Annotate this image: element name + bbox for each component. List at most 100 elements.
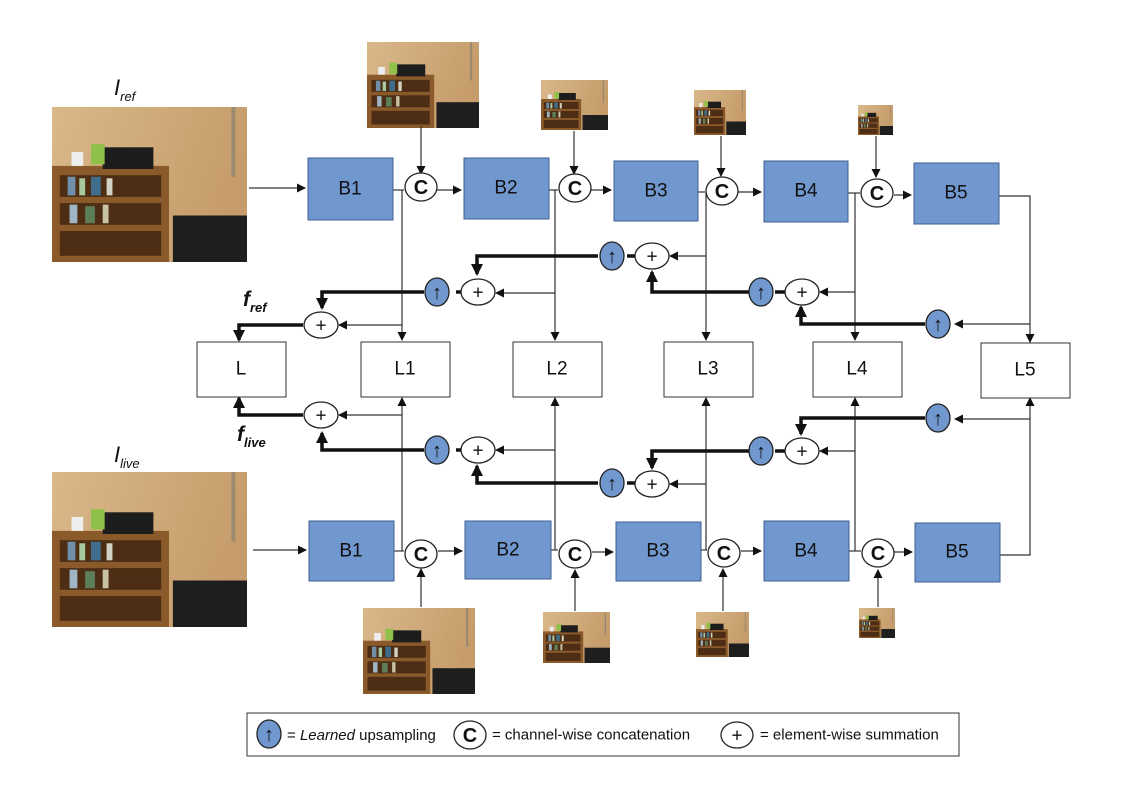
live-image: [52, 472, 247, 627]
loss-L2: L2: [512, 341, 603, 398]
svg-text:C: C: [871, 543, 885, 565]
ref-pyramid-image-2: [541, 80, 608, 130]
svg-text:L2: L2: [546, 359, 567, 380]
concat-node: C: [404, 172, 438, 202]
legend-sum-icon: +: [720, 721, 754, 749]
ref-block-3: B3: [613, 160, 699, 222]
svg-text:B4: B4: [794, 181, 818, 202]
concat-node: C: [860, 178, 894, 208]
live-block-2: B2: [464, 520, 552, 580]
loss-L3: L3: [663, 341, 754, 398]
live-pyramid-image-1: [363, 608, 475, 694]
svg-text:↑: ↑: [933, 314, 943, 336]
ref-block-5: B5: [913, 162, 1000, 225]
svg-text:↑: ↑: [264, 724, 274, 746]
svg-text:C: C: [717, 543, 731, 565]
svg-text:+: +: [646, 247, 657, 268]
ref-pyramid-image-3: [694, 90, 746, 135]
ref-pyramid-image-4: [858, 105, 893, 135]
live-block-3: B3: [615, 521, 702, 582]
legend-sum-text: = element-wise summation: [760, 727, 939, 744]
svg-text:↑: ↑: [756, 441, 766, 463]
svg-text:C: C: [463, 725, 477, 747]
upsample-node: ↑: [925, 403, 951, 433]
svg-text:B1: B1: [339, 541, 362, 562]
ref-image-label: Iref: [114, 75, 137, 104]
concat-node: C: [861, 538, 895, 568]
concat-node: C: [707, 538, 741, 568]
svg-text:B5: B5: [945, 542, 968, 563]
live-image-label: Ilive: [114, 442, 140, 471]
legend: ↑ = Learned upsampling C = channel-wise …: [246, 712, 960, 757]
svg-text:↑: ↑: [756, 282, 766, 304]
svg-text:+: +: [796, 283, 807, 304]
svg-text:↑: ↑: [432, 282, 442, 304]
sum-node: +: [303, 401, 339, 429]
legend-concat-icon: C: [453, 720, 487, 750]
upsample-node: ↑: [748, 277, 774, 307]
svg-text:B5: B5: [944, 183, 967, 204]
svg-text:C: C: [568, 178, 582, 200]
svg-text:+: +: [472, 441, 483, 462]
loss-L4: L4: [812, 341, 903, 398]
legend-concat-text: = channel-wise concatenation: [492, 727, 690, 744]
sum-node: +: [784, 278, 820, 306]
legend-upsample-icon: ↑: [256, 719, 282, 749]
sum-node: +: [784, 437, 820, 465]
svg-text:B2: B2: [494, 178, 517, 199]
sum-node: +: [634, 470, 670, 498]
f-ref-label: fref: [243, 288, 268, 315]
live-pyramid-image-4: [859, 608, 895, 638]
svg-text:C: C: [414, 177, 428, 199]
concat-node: C: [404, 539, 438, 569]
svg-text:+: +: [731, 726, 742, 747]
svg-text:C: C: [568, 544, 582, 566]
loss-L5: L5: [980, 342, 1071, 399]
ref-pyramid-image-1: [367, 42, 479, 128]
sum-node: +: [634, 242, 670, 270]
svg-text:C: C: [414, 544, 428, 566]
sum-node: +: [460, 436, 496, 464]
loss-L: L: [196, 341, 287, 398]
upsample-node: ↑: [748, 436, 774, 466]
live-encoder-wires: [253, 397, 1035, 611]
svg-text:↑: ↑: [607, 473, 617, 495]
concat-node: C: [558, 539, 592, 569]
live-pyramid-image-2: [543, 612, 610, 663]
svg-text:B3: B3: [644, 181, 667, 202]
svg-text:B3: B3: [646, 541, 669, 562]
ref-decoder-wires: [233, 254, 925, 342]
svg-text:L3: L3: [697, 359, 718, 380]
concat-node: C: [558, 173, 592, 203]
concat-node: C: [705, 176, 739, 206]
svg-text:L5: L5: [1014, 360, 1035, 381]
upsample-node: ↑: [424, 277, 450, 307]
live-block-4: B4: [763, 520, 850, 582]
svg-text:↑: ↑: [933, 408, 943, 430]
sum-node: +: [460, 278, 496, 306]
svg-text:↑: ↑: [607, 246, 617, 268]
svg-text:+: +: [315, 406, 326, 427]
svg-text:+: +: [796, 442, 807, 463]
ref-block-1: B1: [307, 157, 394, 221]
ref-block-2: B2: [463, 157, 550, 220]
ref-encoder-wires: [249, 126, 1035, 343]
live-block-1: B1: [308, 520, 395, 582]
svg-text:B2: B2: [496, 540, 519, 561]
upsample-node: ↑: [599, 241, 625, 271]
upsample-node: ↑: [424, 435, 450, 465]
svg-text:B4: B4: [794, 541, 818, 562]
svg-text:L: L: [236, 359, 247, 380]
loss-L1: L1: [360, 341, 451, 398]
svg-text:B1: B1: [338, 179, 361, 200]
legend-upsample-text: = Learned upsampling: [287, 727, 436, 744]
svg-text:L4: L4: [846, 359, 868, 380]
svg-text:+: +: [315, 316, 326, 337]
upsample-node: ↑: [599, 468, 625, 498]
svg-text:↑: ↑: [432, 440, 442, 462]
svg-text:+: +: [472, 283, 483, 304]
ref-block-4: B4: [763, 160, 849, 223]
live-decoder-wires: [233, 396, 925, 485]
live-block-5: B5: [914, 522, 1001, 583]
